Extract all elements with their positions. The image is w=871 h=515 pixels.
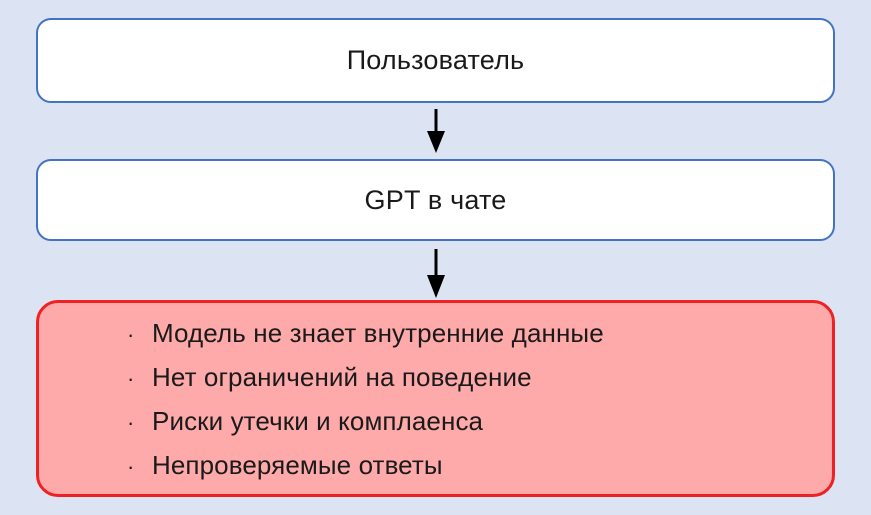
list-item-label: Непроверяемые ответы	[152, 449, 443, 480]
bullet-marker-icon: ·	[127, 453, 135, 479]
list-item-label: Риски утечки и комплаенса	[152, 405, 484, 436]
risks-bullet-list: · Модель не знает внутренние данные · Не…	[127, 311, 832, 487]
node-user[interactable]: Пользователь	[36, 18, 835, 103]
list-item: · Риски утечки и комплаенса	[127, 399, 832, 443]
list-item-label: Модель не знает внутренние данные	[152, 317, 604, 348]
node-gpt[interactable]: GPT в чате	[36, 159, 835, 241]
node-user-label: Пользователь	[346, 45, 525, 75]
bullet-marker-icon: ·	[127, 321, 135, 347]
node-risks[interactable]: · Модель не знает внутренние данные · Не…	[36, 300, 835, 497]
list-item-label: Нет ограничений на поведение	[152, 361, 532, 392]
list-item: · Непроверяемые ответы	[127, 443, 832, 487]
bullet-marker-icon: ·	[127, 365, 135, 391]
node-gpt-label: GPT в чате	[364, 184, 507, 215]
list-item: · Модель не знает внутренние данные	[127, 311, 832, 355]
bullet-marker-icon: ·	[127, 409, 135, 435]
list-item: · Нет ограничений на поведение	[127, 355, 832, 399]
